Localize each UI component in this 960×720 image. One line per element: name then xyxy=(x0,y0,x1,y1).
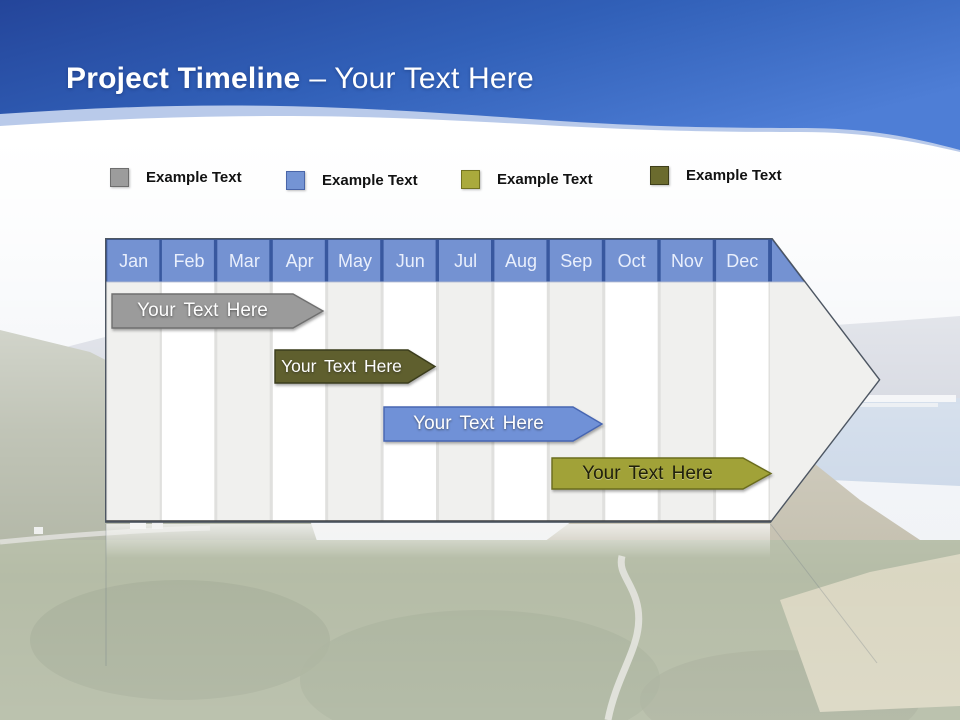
legend-item-olive: Example Text xyxy=(461,170,593,189)
month-cell: Jan xyxy=(119,251,149,271)
legend-swatch-olive xyxy=(461,170,480,189)
legend-item-gray: Example Text xyxy=(110,168,242,187)
legend-item-blue: Example Text xyxy=(286,171,418,190)
legend-swatch-gray xyxy=(110,168,129,187)
legend-label: Example Text xyxy=(497,171,593,188)
page-title: Project Timeline– Your Text Here xyxy=(66,62,534,96)
gantt-bar-1-label: Your Text Here xyxy=(137,300,268,321)
month-cell: Feb xyxy=(173,251,205,271)
slide-header: Project Timeline– Your Text Here xyxy=(0,0,960,165)
month-cell: Oct xyxy=(617,251,646,271)
month-header-row: Jan Feb Mar Apr May Jun Jul Aug Sep Oct … xyxy=(106,238,770,282)
legend-item-dark-olive: Example Text xyxy=(650,166,782,185)
gantt-bar-2 xyxy=(274,349,437,384)
title-bold-part: Project Timeline xyxy=(66,62,301,95)
title-rest-part: – Your Text Here xyxy=(309,62,534,95)
gantt-bar-4-label: Your Text Here xyxy=(582,463,713,484)
month-cell: May xyxy=(337,251,372,271)
month-cell: Jun xyxy=(395,251,425,271)
month-cell: Jul xyxy=(454,251,478,271)
header-wave-graphic xyxy=(0,0,960,152)
month-cell: Apr xyxy=(285,251,314,271)
month-cell: Sep xyxy=(560,251,593,271)
legend-swatch-dark-olive xyxy=(650,166,669,185)
gantt-bar-2-label: Your Text Here xyxy=(281,356,402,376)
gantt-bar-4 xyxy=(551,457,773,490)
gantt-bar-3-label: Your Text Here xyxy=(413,413,544,434)
table-reflection xyxy=(106,524,770,558)
month-cell: Dec xyxy=(726,251,759,271)
legend-swatch-blue xyxy=(286,171,305,190)
legend-label: Example Text xyxy=(686,167,782,184)
month-cell: Nov xyxy=(670,251,703,271)
legend-label: Example Text xyxy=(146,169,242,186)
timeline-graphic xyxy=(105,238,881,523)
gantt-bar-3 xyxy=(383,406,604,442)
gantt-bar-1 xyxy=(111,293,325,329)
legend-label: Example Text xyxy=(322,172,418,189)
timeline-chart: Jan Feb Mar Apr May Jun Jul Aug Sep Oct … xyxy=(105,238,885,530)
month-cell: Aug xyxy=(504,251,537,271)
month-cell: Mar xyxy=(228,251,260,271)
